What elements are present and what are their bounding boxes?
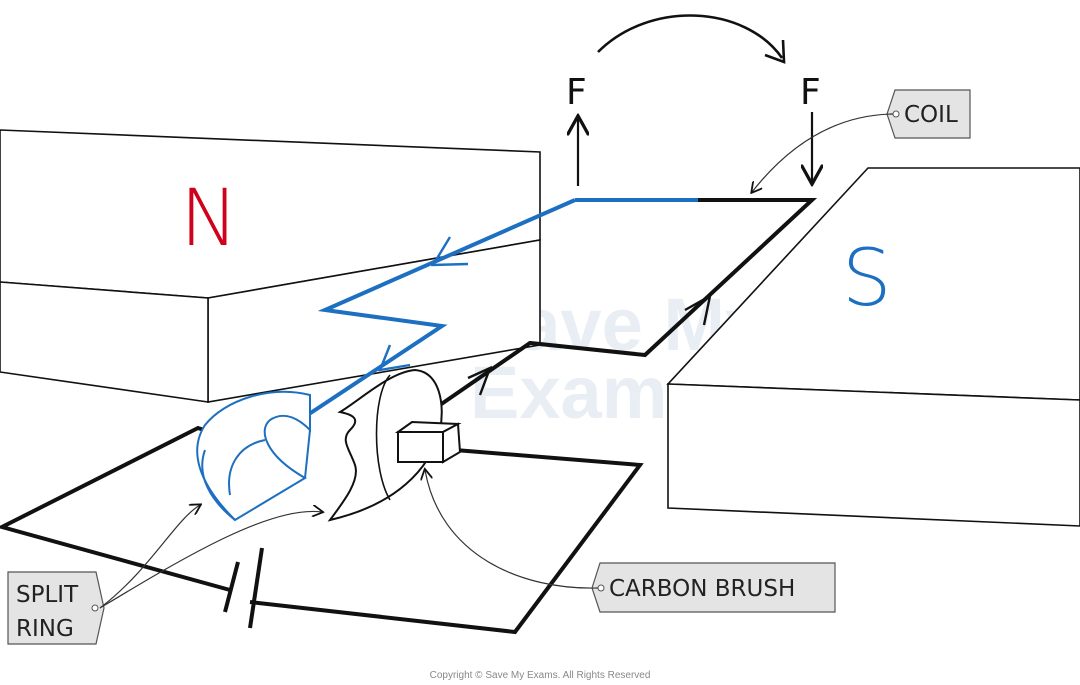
south-pole-label: S <box>842 234 892 324</box>
coil-left-side-blue <box>298 198 576 422</box>
force-label-right: F <box>800 72 821 113</box>
rotation-arrow <box>597 14 784 59</box>
south-magnet-front-face <box>667 383 1080 527</box>
cell-plate-short <box>223 561 240 613</box>
circuit-wire-right <box>249 448 644 635</box>
split-ring-label-line2: RING <box>16 616 74 642</box>
south-magnet-top-face <box>666 167 1080 401</box>
carbon-brush-label: CARBON BRUSH <box>425 470 836 613</box>
carbon-brush <box>394 420 462 464</box>
north-magnet: N <box>0 129 541 403</box>
circuit-wire-left <box>0 425 231 592</box>
south-magnet: S <box>666 167 1080 527</box>
rotation-arrow-head <box>764 39 786 64</box>
carbon-brush-label-text: CARBON BRUSH <box>609 576 795 602</box>
north-pole-label: N <box>180 174 238 264</box>
split-ring-label: SPLIT RING <box>7 505 322 645</box>
coil-label: COIL <box>752 89 971 192</box>
current-arrow-black-1 <box>684 293 712 326</box>
current-arrow-black-2 <box>467 365 493 396</box>
cell-plate-long <box>248 547 264 629</box>
copyright-text: Copyright © Save My Exams. All Rights Re… <box>430 670 651 681</box>
coil-label-text: COIL <box>904 102 958 128</box>
split-ring-label-line1: SPLIT <box>16 582 79 608</box>
current-arrow-blue-1 <box>430 236 469 267</box>
force-label-left: F <box>566 72 587 113</box>
split-ring-blue-half <box>196 390 311 522</box>
split-ring-black-half <box>327 368 443 522</box>
current-arrow-blue-2 <box>378 344 411 372</box>
coil-right-side-black <box>438 198 818 407</box>
north-magnet-front-face <box>0 281 209 403</box>
